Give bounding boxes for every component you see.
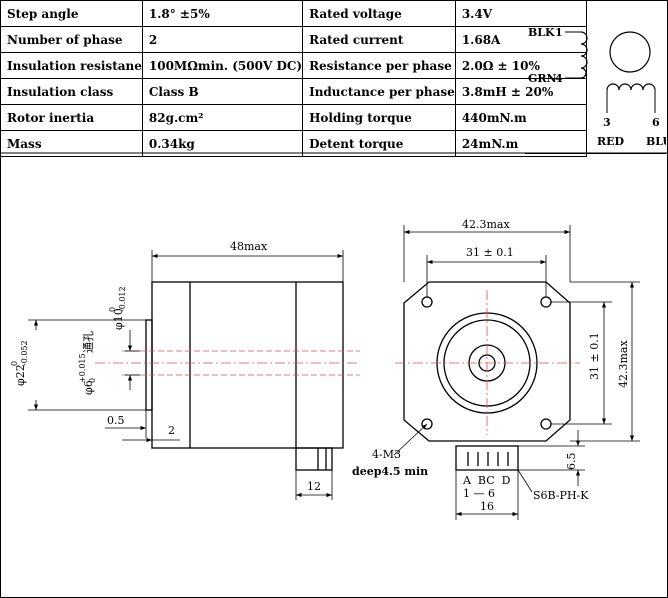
conn-pins: 1 — 6: [463, 487, 495, 500]
conn-letters: A BC D: [462, 474, 511, 487]
front-outline: [403, 281, 571, 442]
blk-label: BLK: [528, 26, 555, 39]
mount-hole-tr: [540, 296, 552, 308]
hole-dia: φ6: [82, 380, 95, 395]
depth-note: deep4.5 min: [352, 465, 428, 478]
spec-value: 3.8mH ± 20%: [454, 78, 587, 105]
boss-tol-bot: -0.052: [20, 340, 29, 366]
hole-note: 通孔: [82, 331, 95, 353]
shaft-tol-bot: -0.012: [118, 286, 127, 312]
dim-hole-spacing-v: 31 ± 0.1: [588, 332, 601, 380]
dim-hole-spacing: 31 ± 0.1: [466, 246, 514, 259]
spec-label: Insulation resistane: [0, 52, 143, 79]
dim-16: 16: [480, 500, 494, 513]
pin3-label: 3: [603, 116, 611, 129]
dim-2: 2: [168, 424, 175, 437]
dim-6-5: 6.5: [565, 453, 578, 471]
side-view: [145, 281, 344, 471]
spec-value: 1.8° ±5%: [141, 0, 304, 27]
mount-hole-br: [540, 418, 552, 430]
grn-label: GRN: [528, 72, 557, 85]
dim-12: 12: [307, 480, 321, 493]
coil-b: [606, 83, 656, 91]
connector-front: [455, 445, 519, 471]
blu-label: BLU: [646, 135, 666, 148]
spec-label: Inductance per phase: [302, 78, 456, 105]
dim-0-5: 0.5: [107, 414, 125, 427]
spec-label: Resistance per phase: [302, 52, 456, 79]
dim-height: 42.3max: [617, 340, 630, 388]
rotor-circle: [609, 31, 651, 73]
spec-value: 2.0Ω ± 10%: [454, 52, 587, 79]
spec-label: Rotor inertia: [0, 104, 143, 131]
boss-tol-top: 0: [10, 361, 19, 366]
spec-label: Rated current: [302, 26, 456, 53]
motor-body: [151, 281, 344, 449]
screw-note: 4-M3: [372, 448, 401, 461]
boss-dia: φ22: [14, 364, 27, 386]
dim-width: 42.3max: [462, 218, 510, 231]
connector-name: S6B-PH-K: [533, 489, 589, 502]
front-boss: [145, 319, 153, 411]
shaft-dia: φ10: [112, 308, 125, 330]
coil-a: [580, 31, 588, 79]
shaft-tol-top: 0: [108, 307, 117, 312]
spec-label: Insulation class: [0, 78, 143, 105]
blk-pin: 1: [555, 26, 563, 39]
spec-value: 100MΩmin. (500V DC): [141, 52, 304, 79]
spec-value: 440mN.m: [454, 104, 587, 131]
spec-value: Class B: [141, 78, 304, 105]
hole-tol-bot: 0: [88, 378, 97, 383]
mount-hole-tl: [421, 296, 433, 308]
connector-side: [295, 447, 333, 471]
wiring-diagram: BLK 1 GRN 4 3 6 RED BLU: [525, 26, 666, 154]
pin6-label: 6: [652, 116, 660, 129]
spec-value: 1.68A: [454, 26, 587, 53]
dim-48max: 48max: [230, 240, 268, 253]
hole-tol-top: +0.015: [78, 353, 87, 383]
grn-pin: 4: [555, 72, 563, 85]
red-label: RED: [597, 135, 625, 148]
